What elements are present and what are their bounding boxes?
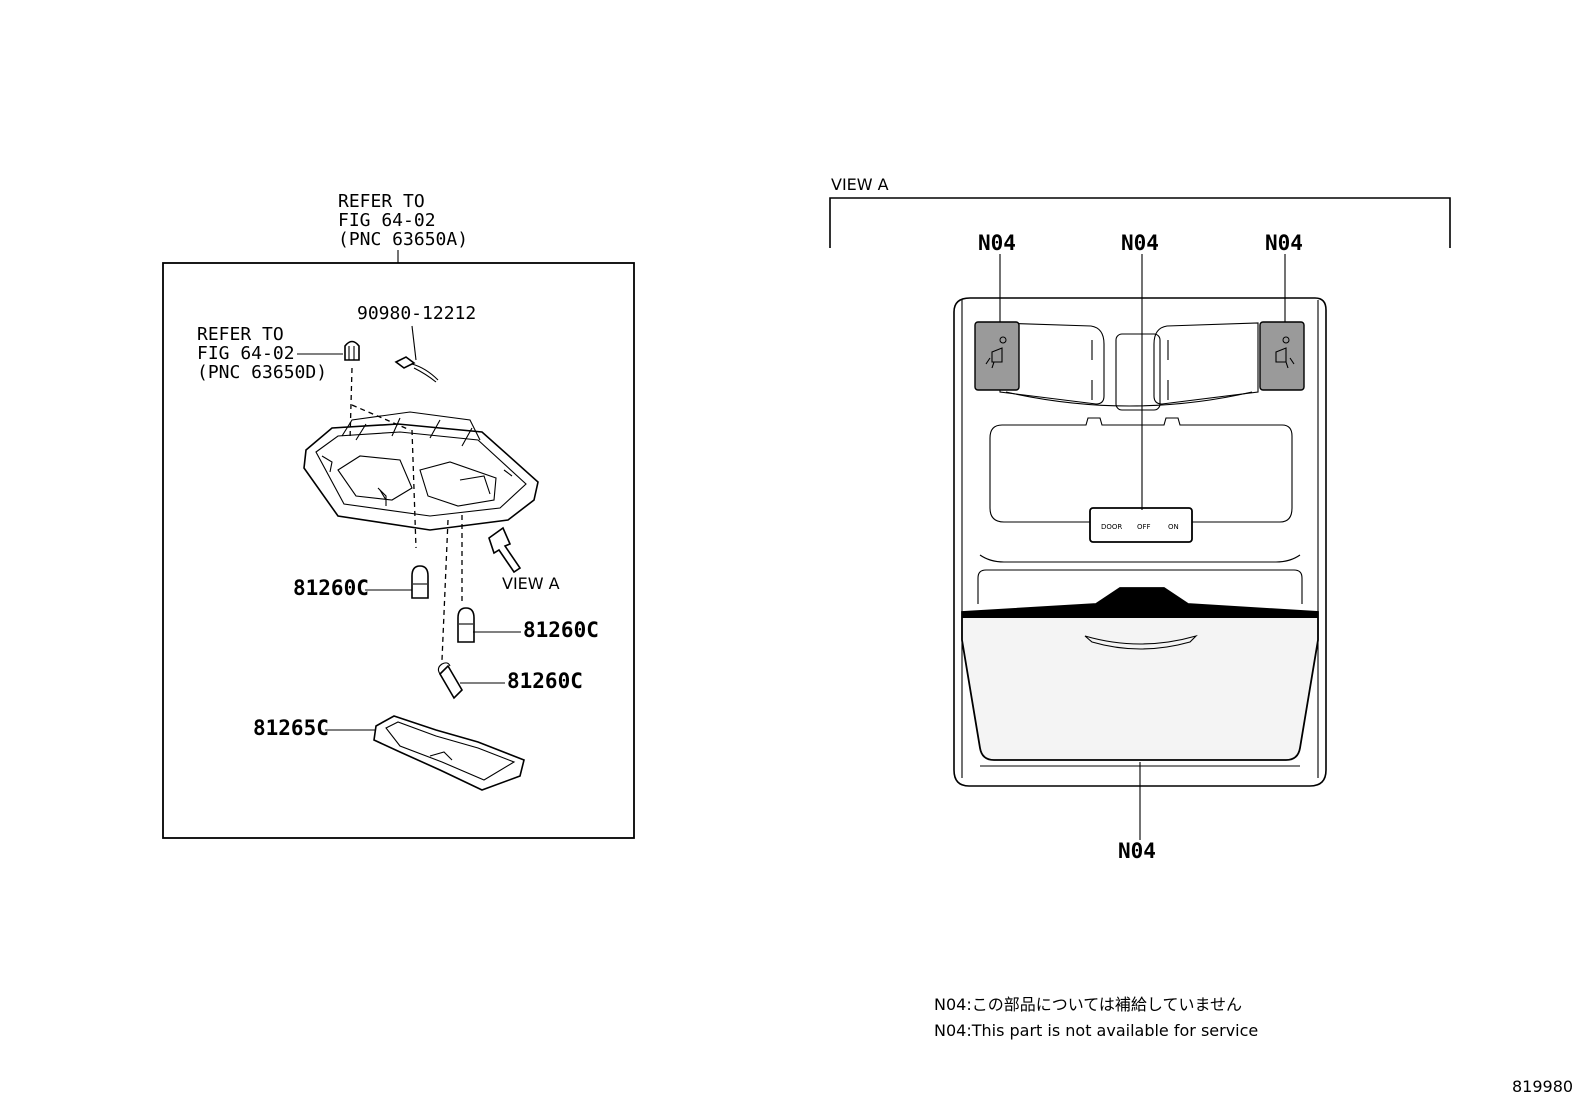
clip-icon (344, 340, 360, 361)
bulb-c-icon (437, 662, 464, 700)
refer-mid-line-3: (PNC 63650D) (197, 362, 327, 383)
callout-n04-bottom: N04 (1118, 839, 1156, 863)
map-light-switch-right[interactable] (1259, 321, 1305, 391)
bulb-a-icon (411, 565, 429, 599)
part-bulb-a-label: 81260C (293, 576, 369, 600)
refer-mid-line-1: REFER TO (197, 324, 284, 345)
refer-top-line-1: REFER TO (338, 191, 425, 212)
assembly-guide-lines (349, 367, 463, 661)
part-bulb-c-label: 81260C (507, 669, 583, 693)
figure-id: 819980 (1512, 1077, 1573, 1096)
assembly-frame (162, 262, 635, 839)
callout-n04-right: N04 (1265, 231, 1303, 255)
switch-label-door: DOOR (1101, 523, 1122, 531)
bulb-b-icon (457, 607, 475, 643)
callout-n04-left: N04 (978, 231, 1016, 255)
exploded-view: REFER TO FIG 64-02 (PNC 63650A) 90980-12… (162, 191, 635, 839)
view-a-label-right: VIEW A (831, 175, 889, 194)
wire-harness-icon (394, 325, 439, 383)
note-english: N04:This part is not available for servi… (934, 1021, 1258, 1040)
view-a-arrow-icon (488, 526, 522, 574)
view-a-panel: VIEW A N04 N04 N04 (829, 175, 1451, 863)
switch-label-on: ON (1168, 523, 1179, 531)
view-a-bracket (829, 197, 1451, 248)
door-switch[interactable]: DOOR OFF ON (1089, 507, 1193, 543)
refer-top-line-3: (PNC 63650A) (338, 229, 468, 250)
upper-lamp-strip (999, 322, 1259, 411)
sunglass-holder[interactable] (961, 569, 1319, 767)
part-lens-label: 81265C (253, 716, 329, 740)
view-a-label-left: VIEW A (502, 574, 560, 593)
part-wire-label: 90980-12212 (357, 303, 476, 324)
switch-label-off: OFF (1137, 523, 1151, 531)
callout-n04-center: N04 (1121, 231, 1159, 255)
refer-mid-line-2: FIG 64-02 (197, 343, 295, 364)
map-light-switch-left[interactable] (974, 321, 1020, 391)
lens-window (989, 417, 1293, 523)
refer-top-line-2: FIG 64-02 (338, 210, 436, 231)
lamp-housing (303, 411, 539, 531)
note-japanese: N04:この部品については補給していません (934, 995, 1242, 1014)
part-bulb-b-label: 81260C (523, 618, 599, 642)
lens-icon (373, 715, 525, 791)
upper-panel-border (979, 554, 1301, 563)
console-body (953, 297, 1327, 787)
